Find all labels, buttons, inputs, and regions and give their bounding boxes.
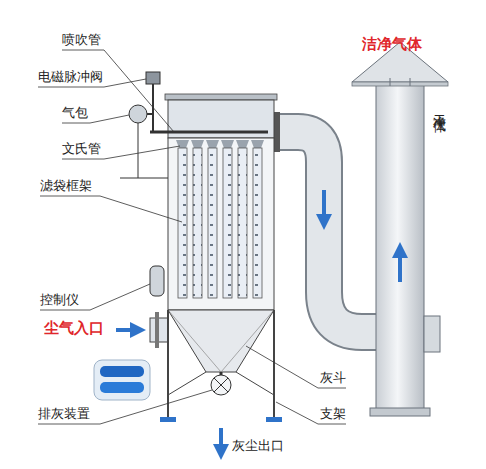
bracket	[120, 178, 168, 179]
gas-bag-label: 气包	[62, 106, 88, 120]
venturi	[221, 140, 234, 148]
filter-bag	[253, 148, 262, 298]
clean-gas-label: 洁净气体	[362, 36, 422, 53]
cap-post	[410, 78, 411, 86]
rotary-valve	[211, 375, 231, 395]
filter-bag	[193, 148, 202, 298]
housing-lid	[165, 94, 277, 100]
support-label: 支架	[320, 407, 346, 421]
hopper-label: 灰斗	[320, 371, 346, 385]
support-leg	[273, 310, 275, 418]
hopper-edge	[221, 310, 274, 372]
duct	[272, 132, 380, 332]
gas-bag	[129, 105, 147, 123]
outlet-arrow	[219, 428, 223, 452]
pulse-valve	[146, 72, 160, 84]
bracket	[138, 123, 139, 178]
valve-label: 电磁脉冲阀	[38, 70, 103, 84]
venturi	[251, 140, 264, 148]
brace	[236, 372, 274, 395]
flow-arrow	[398, 250, 402, 282]
brace	[168, 372, 206, 395]
foot	[266, 417, 282, 422]
inlet-arrow	[116, 328, 138, 332]
cap-rim	[352, 82, 448, 86]
flow-arrow	[322, 190, 326, 222]
valve-mark	[214, 378, 228, 392]
controller	[150, 266, 164, 296]
chimney-base	[370, 408, 430, 416]
foot	[160, 417, 176, 422]
photo-pipe	[100, 382, 144, 393]
clean-gas-label: 干净气体	[432, 104, 446, 112]
fan-motor	[424, 316, 440, 352]
venturi-label: 文氏管	[62, 142, 101, 156]
valve-neck	[220, 372, 223, 375]
support-leg	[167, 310, 169, 418]
filter-bag	[208, 148, 217, 298]
hopper-edge	[168, 310, 221, 372]
blowpipe-label: 喷吹管	[62, 33, 101, 47]
gas-pipe	[147, 113, 153, 115]
outlet-label: 灰尘出口	[232, 439, 284, 453]
photo-inset	[94, 360, 150, 400]
controller-label: 控制仪	[40, 293, 79, 307]
frame-label: 滤袋框架	[40, 179, 92, 193]
leader-line	[38, 390, 212, 424]
leader-line	[246, 346, 346, 388]
valve-mark	[214, 378, 228, 392]
blowpipe	[150, 131, 268, 134]
duct-outline	[272, 132, 380, 332]
discharge-label: 排灰装置	[38, 407, 90, 421]
filter-bag	[238, 148, 247, 298]
venturi	[176, 140, 189, 148]
filter-bags	[176, 140, 264, 298]
inlet-label: 尘气入口	[44, 320, 104, 337]
filter-bag	[178, 148, 187, 298]
photo-pipe	[100, 366, 144, 377]
venturi	[206, 140, 219, 148]
leader-line	[62, 50, 174, 132]
chimney	[376, 78, 424, 412]
leader-line	[40, 196, 182, 222]
inlet-flange	[155, 312, 159, 348]
venturi	[236, 140, 249, 148]
filter-bag	[223, 148, 232, 298]
leader-line	[40, 284, 150, 310]
leader-line	[276, 402, 346, 424]
cap-post	[390, 78, 391, 86]
filter-chamber	[168, 138, 274, 310]
venturi	[191, 140, 204, 148]
hopper	[168, 310, 274, 372]
